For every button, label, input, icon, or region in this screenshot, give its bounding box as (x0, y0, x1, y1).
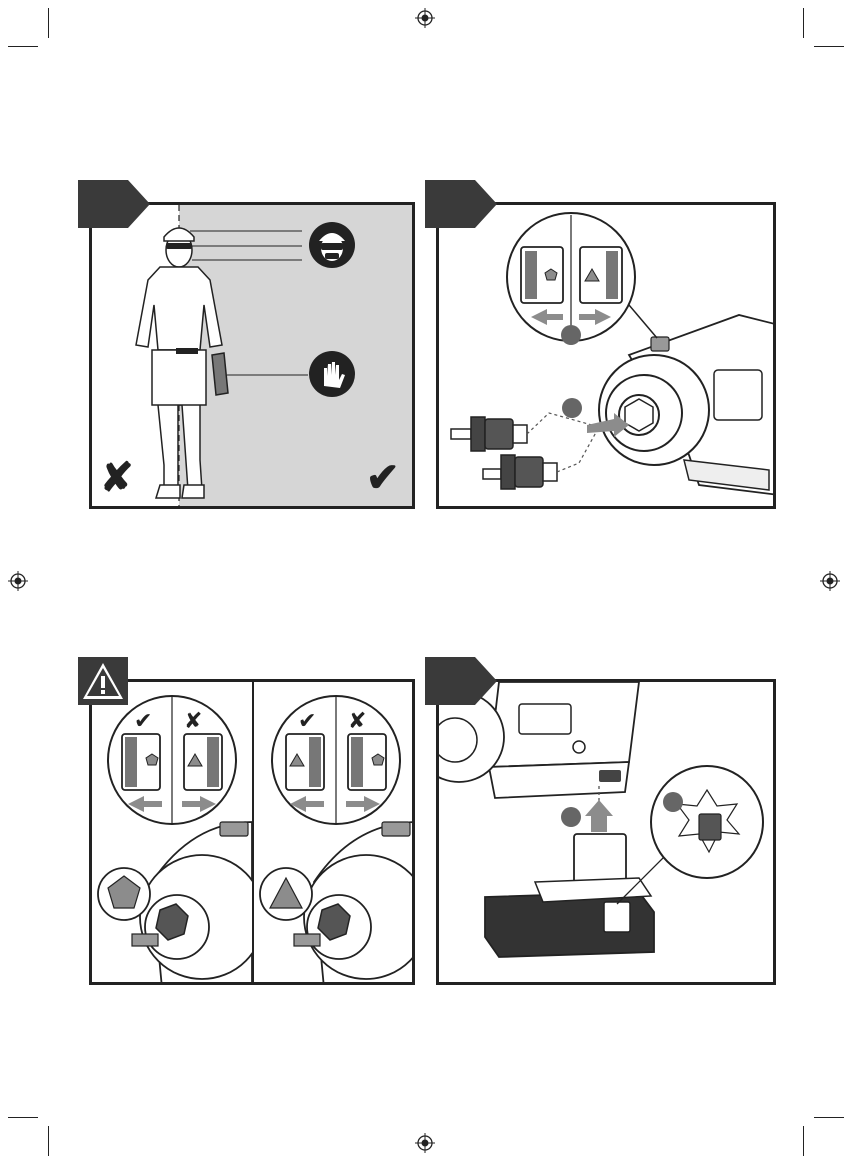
panel-direction-warning: ✔ ✘ ✔ ✘ (89, 679, 415, 985)
check-icon: ✔ (366, 455, 400, 501)
step-tab-icon (425, 180, 497, 228)
step-tab-icon (78, 180, 150, 228)
panel-battery (436, 679, 776, 985)
direction-right-illustration: ✔ ✘ (254, 682, 415, 985)
crop-mark (48, 8, 49, 38)
svg-text:✔: ✔ (134, 709, 152, 734)
svg-text:✔: ✔ (298, 709, 316, 734)
crop-mark (8, 1117, 38, 1118)
panel-ppe: ✘ ✔ (89, 202, 415, 509)
registration-mark-icon (415, 1133, 435, 1153)
registration-mark-icon (820, 571, 840, 591)
svg-text:✘: ✘ (348, 709, 366, 734)
cross-icon: ✘ (100, 455, 134, 501)
panel-insert-bit (436, 202, 776, 509)
step-tab-icon (425, 657, 497, 705)
crop-mark (814, 46, 844, 47)
helmet-goggles-mask-icon (308, 221, 356, 269)
crop-mark (814, 1117, 844, 1118)
crop-mark (803, 1126, 804, 1156)
warning-icon (78, 657, 128, 705)
gloves-icon (308, 350, 356, 398)
crop-mark (8, 46, 38, 47)
registration-mark-icon (415, 8, 435, 28)
crop-mark (48, 1126, 49, 1156)
svg-text:✘: ✘ (184, 709, 202, 734)
tool-illustration (439, 205, 776, 509)
crop-mark (803, 8, 804, 38)
direction-left-illustration: ✔ ✘ (92, 682, 252, 985)
registration-mark-icon (8, 571, 28, 591)
battery-illustration (439, 682, 776, 985)
